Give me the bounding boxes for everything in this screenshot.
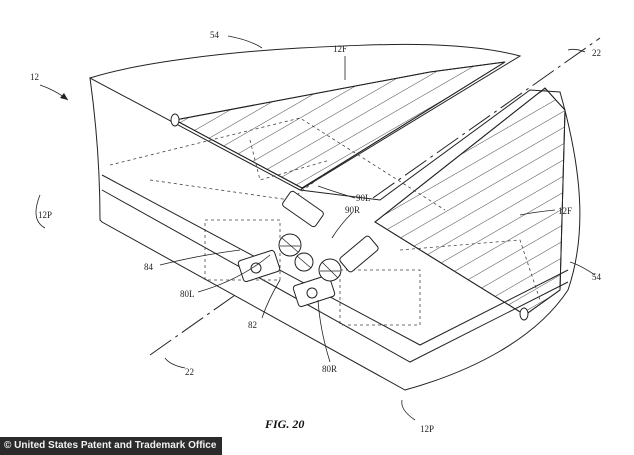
label-12f-top: 12F [333,44,347,54]
label-22-top: 22 [592,48,601,58]
label-80l: 80L [180,289,195,299]
label-22-bottom: 22 [185,367,194,377]
label-12p-bottom: 12P [420,424,434,434]
label-80r: 80R [322,364,337,374]
label-84: 84 [144,262,154,272]
top-panel [170,61,506,189]
label-54-right: 54 [592,272,602,282]
gear-teeth [280,237,340,279]
leader-lines [35,35,596,421]
label-90l: 90L [356,193,371,203]
arrow-head [60,93,68,100]
figure-caption: FIG. 20 [264,417,304,431]
label-90r: 90R [345,205,360,215]
hinge-axis-line [149,37,601,356]
label-12f-right: 12F [558,206,572,216]
label-82: 82 [248,320,257,330]
reference-labels: 12 54 12F 22 90L 90R 12F 12P 84 54 80L 8… [30,30,602,434]
label-12: 12 [30,72,39,82]
source-credit: © United States Patent and Trademark Off… [0,437,223,455]
label-54-top: 54 [210,30,220,40]
right-panel [374,87,566,321]
hinge-mechanism [237,190,379,308]
label-12p-left: 12P [38,210,52,220]
